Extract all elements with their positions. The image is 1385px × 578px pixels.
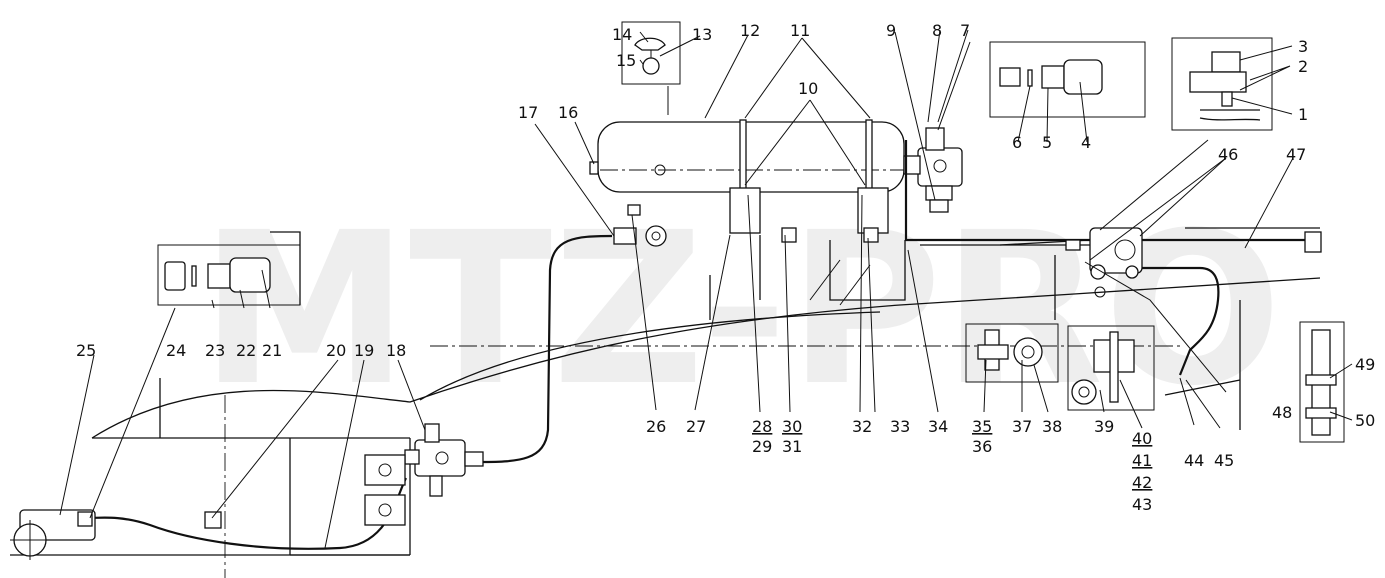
callout-labels: 3 2 1 4 5 6 7 8 9 10 11 12 13 14 15 16 1… [76, 21, 1375, 514]
callout-11: 11 [790, 21, 810, 40]
callout-25: 25 [76, 341, 96, 360]
chassis-frame [10, 227, 1321, 578]
callout-42: 42 [1132, 473, 1152, 492]
coupling-head-left [10, 509, 222, 560]
callout-38: 38 [1042, 417, 1062, 436]
callout-46: 46 [1218, 145, 1238, 164]
brake-valve-unit [364, 423, 484, 526]
callout-36: 36 [972, 437, 992, 456]
detail-inset-fitting-left [157, 231, 301, 306]
callout-39: 39 [1094, 417, 1114, 436]
callout-41: 41 [1132, 451, 1152, 470]
callout-47: 47 [1286, 145, 1306, 164]
detail-inset-clamp [965, 323, 1059, 383]
callout-29: 29 [752, 437, 772, 456]
detail-inset-bolt [1171, 37, 1273, 131]
coupling-head-right [1065, 227, 1143, 298]
leader-lines [59, 29, 1353, 549]
callout-49: 49 [1355, 355, 1375, 374]
callout-17: 17 [518, 103, 538, 122]
callout-48: 48 [1272, 403, 1292, 422]
callout-7: 7 [960, 21, 970, 40]
callout-32: 32 [852, 417, 872, 436]
callout-37: 37 [1012, 417, 1032, 436]
callout-30: 30 [782, 417, 802, 436]
callout-35: 35 [972, 417, 992, 436]
air-tank [589, 119, 910, 247]
callout-5: 5 [1042, 133, 1052, 152]
callout-1: 1 [1298, 105, 1308, 124]
callout-34: 34 [928, 417, 948, 436]
callout-2: 2 [1298, 57, 1308, 76]
callout-4: 4 [1081, 133, 1091, 152]
callout-26: 26 [646, 417, 666, 436]
callout-13: 13 [692, 25, 712, 44]
callout-21: 21 [262, 341, 282, 360]
callout-23: 23 [205, 341, 225, 360]
callout-10: 10 [798, 79, 818, 98]
detail-inset-hose-clip [1299, 321, 1345, 443]
callout-33: 33 [890, 417, 910, 436]
callout-45: 45 [1214, 451, 1234, 470]
callout-43: 43 [1132, 495, 1152, 514]
callout-6: 6 [1012, 133, 1022, 152]
callout-22: 22 [236, 341, 256, 360]
callout-8: 8 [932, 21, 942, 40]
callout-16: 16 [558, 103, 578, 122]
detail-inset-valve-top [621, 21, 681, 85]
callout-28: 28 [752, 417, 772, 436]
callout-31: 31 [782, 437, 802, 456]
callout-50: 50 [1355, 411, 1375, 430]
callout-44: 44 [1184, 451, 1204, 470]
callout-40: 40 [1132, 429, 1152, 448]
callout-19: 19 [354, 341, 374, 360]
callout-20: 20 [326, 341, 346, 360]
callout-18: 18 [386, 341, 406, 360]
detail-inset-bracket [1067, 325, 1155, 411]
detail-inset-fitting-top [989, 41, 1146, 118]
callout-14: 14 [612, 25, 632, 44]
callout-15: 15 [616, 51, 636, 70]
callout-3: 3 [1298, 37, 1308, 56]
callout-24: 24 [166, 341, 186, 360]
callout-12: 12 [740, 21, 760, 40]
callout-9: 9 [886, 21, 896, 40]
callout-27: 27 [686, 417, 706, 436]
